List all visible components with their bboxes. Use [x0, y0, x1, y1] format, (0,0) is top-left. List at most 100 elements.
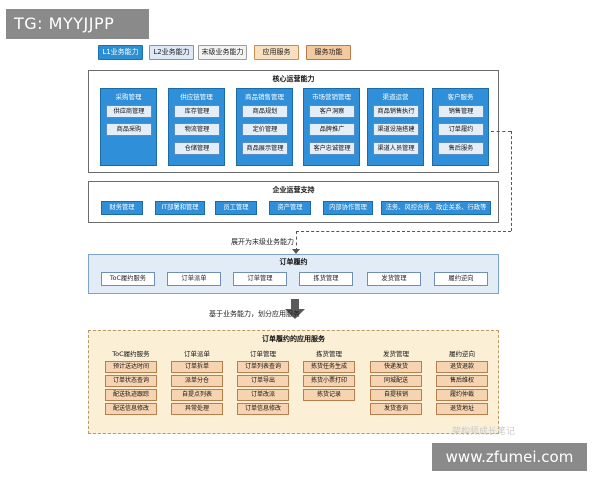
enterprise-item: 内部协作管理	[323, 201, 373, 215]
enterprise-item: IT部署和管理	[155, 201, 205, 215]
app-column-title: 订单管理	[250, 350, 276, 358]
app-column-dispatch: 订单派单 订单拆单 派单分仓 自提点列表 异常处理	[171, 349, 223, 415]
fulfillment-item: 订单派单	[167, 272, 221, 286]
capability-box: 商品采购	[106, 123, 152, 136]
group-marketing: 市场营销管理 客户洞察 品牌推广 客户忠诚管理	[303, 88, 360, 166]
group-title: 市场营销管理	[312, 93, 351, 101]
connector-line	[296, 231, 511, 232]
capability-box: 商品规划	[242, 105, 288, 118]
enterprise-item: 财务管理	[101, 201, 143, 215]
core-capability-section: 核心运营能力 采购管理 供应商管理 商品采购 供应链管理 库存管理 物流管理 仓…	[88, 70, 499, 173]
capability-box: 渠道设施搭建	[373, 123, 419, 136]
app-service-item: 履约仲裁	[436, 389, 488, 401]
enterprise-item: 员工管理	[215, 201, 257, 215]
app-service-item: 发货查询	[370, 403, 422, 415]
group-merchandise: 商品销售管理 商品规划 定价管理 商品展示管理	[236, 88, 293, 166]
capability-box: 客户忠诚管理	[309, 142, 355, 155]
enterprise-support-section: 企业运营支持 财务管理 IT部署和管理 员工管理 资产管理 内部协作管理 法务、…	[88, 181, 499, 223]
app-service-item: 订单列表查询	[237, 361, 289, 373]
app-column-title: ToC履约服务	[112, 350, 150, 358]
connector-line	[511, 131, 512, 231]
capability-box: 品牌推广	[309, 123, 355, 136]
app-service-item: 自提核销	[370, 389, 422, 401]
group-procurement: 采购管理 供应商管理 商品采购	[100, 88, 157, 166]
capability-box: 商品销售执行	[373, 105, 419, 118]
fulfillment-section: 订单履约 ToC履约服务 订单派单 订单管理 拣货管理 发货管理 履约逆向	[88, 254, 499, 294]
down-arrow-icon	[291, 299, 299, 310]
enterprise-item: 法务、风控合规、政企关系、行政等	[381, 201, 491, 215]
capability-box: 库存管理	[174, 105, 220, 118]
app-service-item: 异常处理	[171, 403, 223, 415]
app-service-item: 订单拆单	[171, 361, 223, 373]
fulfillment-item: ToC履约服务	[101, 272, 155, 286]
derive-note: 基于业务能力，划分应用服务	[209, 310, 300, 318]
app-service-item: 订单导出	[237, 375, 289, 387]
app-service-item: 同城配送	[370, 375, 422, 387]
capability-box: 客户洞察	[309, 105, 355, 118]
legend-svc: 服务功能	[306, 45, 351, 60]
group-title: 商品销售管理	[245, 93, 284, 101]
expand-note: 展开为末级业务能力	[231, 238, 294, 246]
group-title: 采购管理	[115, 93, 142, 101]
app-column-orders: 订单管理 订单列表查询 订单导出 订单改派 订单信息修改	[237, 349, 289, 415]
group-customer-service: 客户服务 销售管理 订单履约 售后服务	[432, 88, 489, 166]
app-column-title: 拣货管理	[316, 350, 342, 358]
legend-l1: L1业务能力	[98, 45, 143, 60]
app-service-item: 订单信息修改	[237, 403, 289, 415]
capability-box: 定价管理	[242, 123, 288, 136]
app-service-item: 订单状态查询	[105, 375, 157, 387]
connector-line	[491, 131, 511, 132]
watermark-tag: TG: MYYJJPP	[6, 9, 149, 39]
app-service-item: 售后维权	[436, 375, 488, 387]
capability-box-order-fulfillment: 订单履约	[438, 123, 484, 136]
app-service-item: 拣货记录	[303, 389, 355, 401]
app-column-title: 履约逆向	[449, 350, 475, 358]
group-title: 供应链管理	[180, 93, 213, 101]
app-service-item: 自提点列表	[171, 389, 223, 401]
capability-box: 商品展示管理	[242, 142, 288, 155]
app-service-item: 配送轨迹跟踪	[105, 389, 157, 401]
connector-line	[296, 231, 297, 251]
connector-arrowhead	[292, 249, 300, 254]
app-service-item: 预计送达时间	[105, 361, 157, 373]
capability-box: 渠道人员管理	[373, 142, 419, 155]
group-channel: 渠道运营 商品销售执行 渠道设施搭建 渠道人员管理	[367, 88, 424, 166]
app-column-picking: 拣货管理 拣货任务生成 拣货小票打印 拣货记录	[303, 349, 355, 401]
app-service-item: 快递发货	[370, 361, 422, 373]
legend-app: 应用服务	[254, 45, 299, 60]
fulfillment-item: 订单管理	[233, 272, 287, 286]
group-title: 渠道运营	[382, 93, 409, 101]
capability-box: 物流管理	[174, 123, 220, 136]
app-service-item: 配送信息修改	[105, 403, 157, 415]
app-service-item: 拣货任务生成	[303, 361, 355, 373]
core-title: 核心运营能力	[272, 75, 315, 83]
legend-l2: L2业务能力	[149, 45, 194, 60]
app-column-shipping: 发货管理 快递发货 同城配送 自提核销 发货查询	[370, 349, 422, 415]
group-title: 客户服务	[447, 93, 474, 101]
app-column-reverse: 履约逆向 退货退款 售后维权 履约仲裁 退货地址	[436, 349, 488, 415]
capability-box: 仓储管理	[174, 142, 220, 155]
app-service-item: 退货退款	[436, 361, 488, 373]
app-column-toc: ToC履约服务 预计送达时间 订单状态查询 配送轨迹跟踪 配送信息修改	[105, 349, 157, 415]
application-title: 订单履约的应用服务	[262, 335, 325, 343]
capability-box: 售后服务	[438, 142, 484, 155]
app-service-item: 拣货小票打印	[303, 375, 355, 387]
fulfillment-item: 发货管理	[367, 272, 421, 286]
app-service-item: 退货地址	[436, 403, 488, 415]
app-column-title: 订单派单	[184, 350, 210, 358]
capability-box: 供应商管理	[106, 105, 152, 118]
enterprise-title: 企业运营支持	[272, 186, 315, 194]
group-supply-chain: 供应链管理 库存管理 物流管理 仓储管理	[168, 88, 225, 166]
app-column-title: 发货管理	[383, 350, 409, 358]
fulfillment-item: 履约逆向	[434, 272, 488, 286]
application-services-section: 订单履约的应用服务 ToC履约服务 预计送达时间 订单状态查询 配送轨迹跟踪 配…	[88, 330, 499, 434]
down-arrow-head-icon	[285, 309, 305, 319]
fulfillment-title: 订单履约	[279, 258, 308, 266]
capability-box: 销售管理	[438, 105, 484, 118]
app-service-item: 订单改派	[237, 389, 289, 401]
legend-unit: 末级业务能力	[198, 45, 247, 60]
url-watermark: www.zfumei.com	[432, 443, 587, 471]
app-service-item: 派单分仓	[171, 375, 223, 387]
fulfillment-item: 拣货管理	[299, 272, 353, 286]
enterprise-item: 资产管理	[269, 201, 311, 215]
